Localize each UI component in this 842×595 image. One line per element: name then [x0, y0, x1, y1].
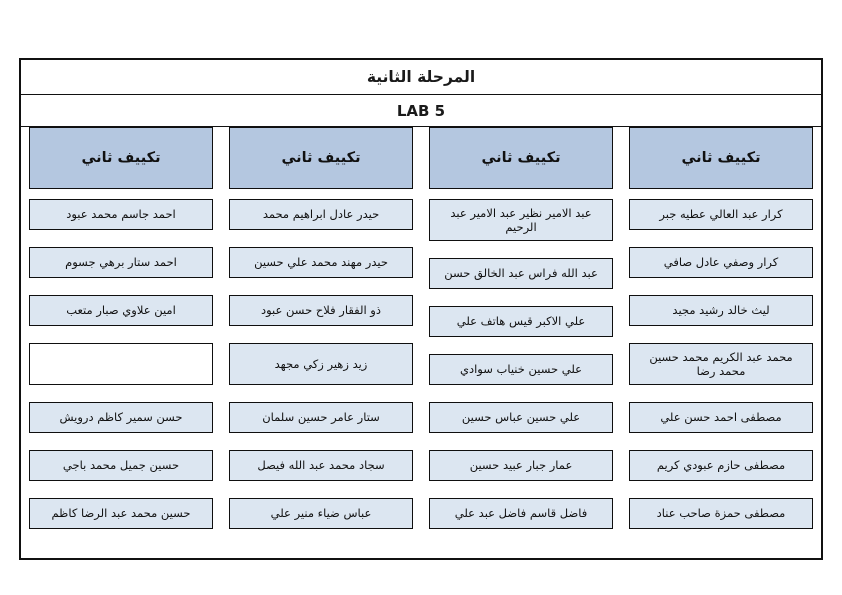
stage-title: المرحلة الثانية	[21, 60, 821, 95]
list-item: علي حسين خنياب سوادي	[429, 354, 613, 385]
list-item: محمد عبد الكريم محمد حسين محمد رضا	[629, 343, 813, 385]
list-item: احمد ستار برهي جسوم	[29, 247, 213, 278]
roster-table: المرحلة الثانية LAB 5 تكييف ثاني احمد جا…	[19, 58, 823, 560]
column-header-2: تكييف ثاني	[229, 127, 413, 189]
column-header-4: تكييف ثاني	[629, 127, 813, 189]
list-item: مصطفى حازم عبودي كريم	[629, 450, 813, 481]
columns-container: تكييف ثاني احمد جاسم محمد عبود احمد ستار…	[21, 127, 821, 546]
list-item: حيدر عادل ابراهيم محمد	[229, 199, 413, 230]
list-item: فاضل قاسم فاضل عبد علي	[429, 498, 613, 529]
list-item: مصطفى احمد حسن علي	[629, 402, 813, 433]
list-item: حسين محمد عبد الرضا كاظم	[29, 498, 213, 529]
list-item: سجاد محمد عبد الله فيصل	[229, 450, 413, 481]
list-item: مصطفى حمزة صاحب عناد	[629, 498, 813, 529]
header-gap	[21, 189, 221, 199]
table-bottom-padding	[21, 546, 821, 558]
column-header-3: تكييف ثاني	[429, 127, 613, 189]
column-header-1: تكييف ثاني	[29, 127, 213, 189]
list-item: زيد زهير زكي مجهد	[229, 343, 413, 385]
header-gap	[421, 189, 621, 199]
list-item: حسين جميل محمد باجي	[29, 450, 213, 481]
list-item: كرار عبد العالي عطيه جبر	[629, 199, 813, 230]
list-item: احمد جاسم محمد عبود	[29, 199, 213, 230]
list-item: حسن سمير كاظم درويش	[29, 402, 213, 433]
header-gap	[621, 189, 821, 199]
list-item: ذو الفقار فلاح حسن عبود	[229, 295, 413, 326]
header-gap	[221, 189, 421, 199]
list-item: علي الاكبر قيس هاتف علي	[429, 306, 613, 337]
list-item: كرار وصفي عادل صافي	[629, 247, 813, 278]
roster-column-4: تكييف ثاني كرار عبد العالي عطيه جبر كرار…	[621, 127, 821, 546]
list-item: عبد الله فراس عبد الخالق حسن	[429, 258, 613, 289]
list-item: عباس ضياء منير علي	[229, 498, 413, 529]
list-item-empty	[29, 343, 213, 385]
list-item: امين علاوي صبار متعب	[29, 295, 213, 326]
list-item: ليث خالد رشيد مجيد	[629, 295, 813, 326]
roster-column-1: تكييف ثاني احمد جاسم محمد عبود احمد ستار…	[21, 127, 221, 546]
list-item: حيدر مهند محمد علي حسين	[229, 247, 413, 278]
list-item: عبد الامير نظير عبد الامير عبد الرحيم	[429, 199, 613, 241]
list-item: ستار عامر حسين سلمان	[229, 402, 413, 433]
lab-title: LAB 5	[21, 95, 821, 127]
roster-column-2: تكييف ثاني حيدر عادل ابراهيم محمد حيدر م…	[221, 127, 421, 546]
list-item: علي حسين عباس حسين	[429, 402, 613, 433]
list-item: عمار جبار عبيد حسين	[429, 450, 613, 481]
roster-column-3: تكييف ثاني عبد الامير نظير عبد الامير عب…	[421, 127, 621, 546]
